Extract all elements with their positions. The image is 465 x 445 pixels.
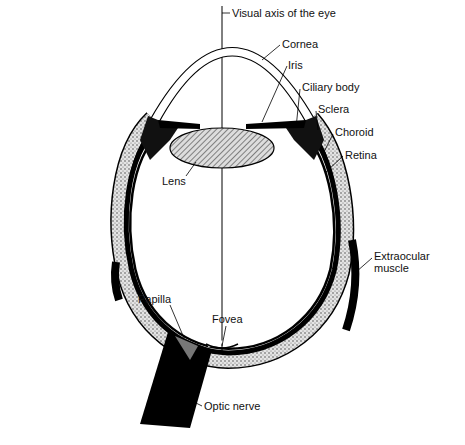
leader-line xyxy=(316,111,318,130)
part-label: Fovea xyxy=(212,313,243,325)
leader-lines xyxy=(170,13,372,406)
iris xyxy=(158,120,200,129)
part-label: Ciliary body xyxy=(302,81,359,93)
part-label: Visual axis of the eye xyxy=(232,7,336,19)
leader-line xyxy=(356,258,372,272)
leader-line xyxy=(222,13,230,14)
part-label: Sclera xyxy=(318,103,349,115)
leader-line xyxy=(324,134,333,152)
part-label: Retina xyxy=(345,149,377,161)
part-label: Cornea xyxy=(282,38,318,50)
leader-line xyxy=(262,45,280,60)
leader-line xyxy=(222,326,226,346)
leader-line xyxy=(190,400,202,406)
leader-line xyxy=(186,162,196,176)
extraocular-muscle xyxy=(346,240,355,330)
visual-axis-line xyxy=(222,6,223,356)
choroid xyxy=(126,127,338,353)
leader-line xyxy=(262,66,287,122)
optic-nerve xyxy=(140,332,212,428)
extraocular-muscle xyxy=(115,262,119,300)
cornea xyxy=(150,48,315,125)
part-label: Papilla xyxy=(138,293,171,305)
part-label: Iris xyxy=(288,59,303,71)
leader-line xyxy=(326,156,343,172)
part-label: Extraocular muscle xyxy=(374,250,454,274)
papilla xyxy=(175,336,198,360)
lens xyxy=(170,128,274,168)
part-label: Lens xyxy=(162,175,186,187)
part-label: Choroid xyxy=(335,126,374,138)
leader-line xyxy=(170,305,184,338)
part-label: Optic nerve xyxy=(204,400,260,412)
leader-line xyxy=(296,89,300,128)
